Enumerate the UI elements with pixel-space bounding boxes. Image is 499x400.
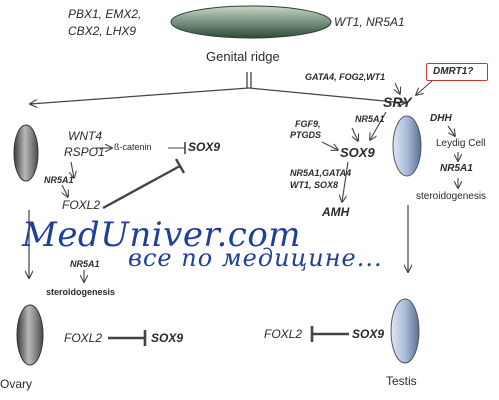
- sox9-to-amh: [342, 161, 349, 202]
- male-gonad-shape: [392, 115, 422, 177]
- branch-right-arrow: [248, 87, 405, 103]
- nr5a1-leydig-label: NR5A1: [440, 163, 473, 174]
- ovary-shape: [16, 304, 44, 366]
- gata4-to-sry: [395, 82, 400, 94]
- rspo1-to-foxl2: [71, 161, 74, 178]
- dhh-to-leydig: [447, 125, 455, 136]
- foxl2-female-label: FOXL2: [62, 198, 101, 212]
- leydig-cell-label: Leydig Cell: [436, 138, 486, 149]
- bcatenin-label: ß-catenin: [114, 142, 152, 152]
- fgf9-to-sox9: [321, 141, 338, 150]
- ridge-factors-left-1: PBX1, EMX2,: [68, 7, 142, 21]
- genital-ridge-label: Genital ridge: [206, 49, 280, 64]
- testis-foxl2-label: FOXL2: [264, 327, 303, 341]
- ptgds-label: PTGDS: [290, 130, 322, 140]
- amh-label: AMH: [322, 205, 350, 219]
- sox9-female-label: SOX9: [188, 140, 221, 154]
- sry-label: SRY: [383, 94, 412, 110]
- dmrt1-label: DMRT1?: [433, 66, 474, 77]
- nr5a1-gata4-label: NR5A1,GATA4: [290, 168, 352, 178]
- wnt4-label: WNT4: [68, 129, 102, 143]
- testis-shape: [390, 298, 420, 364]
- nr5a1-to-foxl2: [62, 184, 68, 197]
- sry-to-sox9: [370, 111, 387, 140]
- ridge-factors-right: WT1, NR5A1: [334, 15, 405, 29]
- ovary-sox9-label: SOX9: [151, 331, 184, 345]
- dhh-label: DHH: [430, 113, 452, 124]
- nr5a1-to-sox9: [351, 127, 358, 141]
- ridge-factors-left-2: CBX2, LHX9: [68, 24, 137, 38]
- male-upstream-factors: GATA4, FOG2,WT1: [305, 72, 386, 82]
- testis-label: Testis: [386, 374, 417, 388]
- sox9-male-label: SOX9: [340, 145, 375, 160]
- wt1-sox8-label: WT1, SOX8: [290, 180, 339, 190]
- testis-sox9-label: SOX9: [352, 327, 385, 341]
- foxl2-inhibit-bar: [174, 158, 186, 174]
- watermark-site: MedUniver.com: [22, 215, 302, 255]
- female-gonad-shape: [13, 124, 39, 182]
- dmrt1-to-sry: [416, 80, 433, 95]
- steroidogenesis-female-label: steroidogenesis: [46, 287, 116, 297]
- nr5a1-lower-label: NR5A1: [70, 259, 100, 269]
- genital-ridge-shape: [170, 5, 332, 39]
- branch-left-arrow: [30, 87, 250, 104]
- dmrt1-box: [426, 63, 488, 81]
- steroidogenesis-male-label: steroidogenesis: [416, 191, 487, 202]
- watermark-tagline: все по медицине...: [128, 244, 383, 272]
- nr5a1-female-label: NR5A1: [44, 175, 74, 185]
- nr5a1-male-label: NR5A1: [355, 114, 385, 124]
- foxl2-inhibit-sox9: [102, 164, 181, 210]
- rspo1-label: RSPO1: [64, 145, 105, 159]
- fgf9-label: FGF9,: [295, 119, 321, 129]
- ovary-label: Ovary: [0, 377, 33, 391]
- ovary-foxl2-label: FOXL2: [64, 331, 103, 345]
